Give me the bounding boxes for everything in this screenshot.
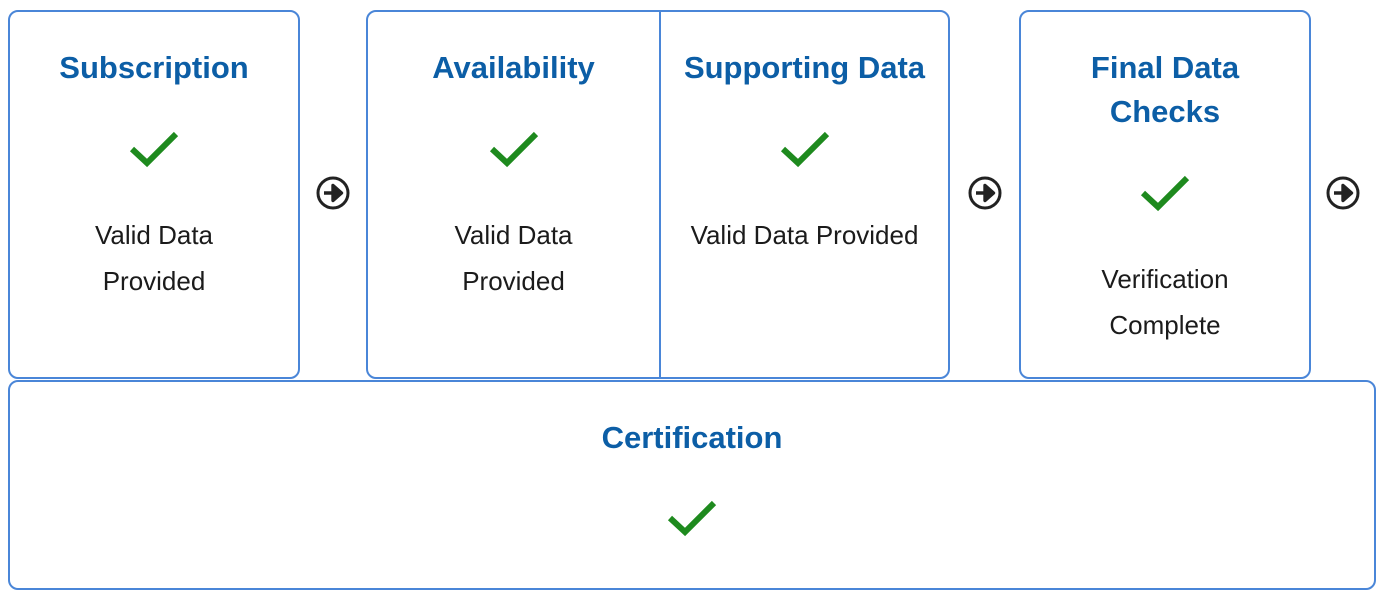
step-card-availability-group: Availability Valid Data Provided Support… (366, 10, 950, 379)
step-title: Supporting Data (683, 50, 926, 85)
step-title: Availability (432, 50, 595, 85)
step-availability: Availability Valid Data Provided (368, 12, 659, 377)
check-icon (488, 129, 540, 169)
step-status: Verification Complete (1101, 264, 1229, 340)
check-icon (666, 498, 718, 538)
step-card-final-data-checks: Final Data Checks Verification Complete (1019, 10, 1311, 379)
check-icon (779, 129, 831, 169)
arrow-circle-right-icon (967, 175, 1003, 211)
step-title: Final Data Checks (1090, 50, 1240, 129)
step-status: Valid Data Provided (94, 220, 214, 296)
arrow-circle-right-icon (1325, 175, 1361, 211)
step-status: Valid Data Provided (690, 220, 919, 250)
step-title: Certification (601, 420, 783, 455)
step-card-subscription: Subscription Valid Data Provided (8, 10, 300, 379)
step-divider (659, 12, 661, 377)
step-status: Valid Data Provided (454, 220, 573, 296)
step-supporting-data: Supporting Data Valid Data Provided (661, 12, 948, 377)
step-title: Subscription (59, 50, 249, 85)
step-card-certification: Certification (8, 380, 1376, 590)
check-icon (128, 129, 180, 169)
check-icon (1139, 173, 1191, 213)
arrow-circle-right-icon (315, 175, 351, 211)
